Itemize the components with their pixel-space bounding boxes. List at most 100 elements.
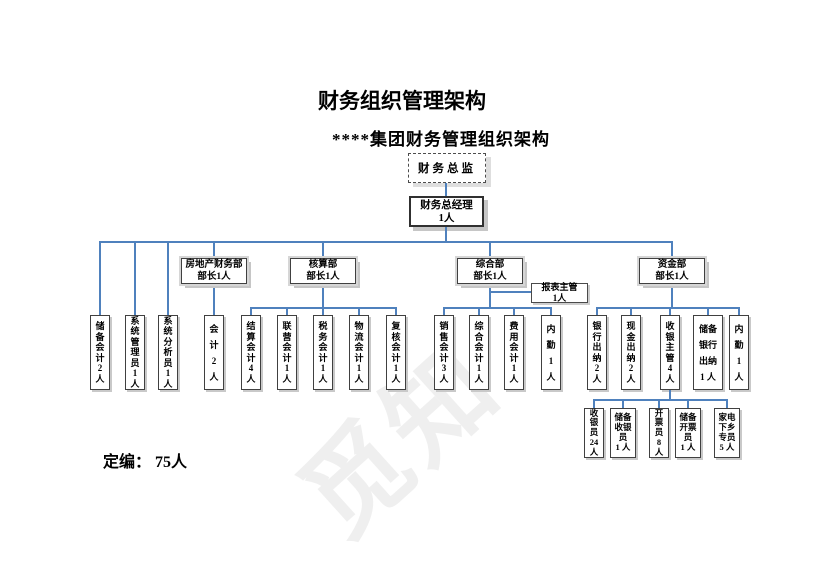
node-label: 系 统 管 理 员 1 人: [130, 315, 140, 389]
connector-line: [213, 283, 215, 315]
node-sales-accountant: 销 售 会 计 3 人: [434, 315, 454, 390]
connector-line: [99, 241, 673, 243]
connector-line: [395, 307, 397, 316]
node-label: 销 售 会 计 3 人: [439, 321, 449, 384]
node-label: 资金部 部长1人: [655, 260, 689, 282]
connector-line: [596, 307, 598, 316]
connector-line: [707, 307, 709, 316]
node-label: 报表主管 1人: [541, 282, 578, 303]
node-dept-treasury: 资金部 部长1人: [639, 258, 705, 284]
node-label: 联 营 会 计 1 人: [282, 321, 292, 384]
node-dept-general-affairs: 综合部 部长1人: [457, 258, 523, 284]
node-label: 核算部 部长1人: [306, 260, 340, 282]
node-label: 复 核 会 计 1 人: [391, 321, 401, 384]
connector-line: [322, 241, 324, 258]
node-label: 综合部 部长1人: [473, 260, 507, 282]
node-label: 收 银 主 管 4 人: [665, 321, 675, 384]
node-cash-teller: 现 金 出 纳 2 人: [621, 315, 641, 390]
connector-line: [445, 227, 447, 243]
connector-line: [322, 307, 324, 316]
page-title: 财务组织管理架构: [318, 90, 486, 113]
node-label: 物 流 会 计 1 人: [354, 321, 364, 384]
connector-line: [669, 390, 671, 401]
node-dept-realestate-finance: 房地产财务部 部长1人: [181, 258, 247, 284]
connector-line: [445, 183, 447, 196]
node-label: 税 务 会 计 1 人: [318, 321, 328, 384]
connector-line: [489, 283, 491, 309]
connector-line: [478, 307, 480, 316]
node-office-clerk-general: 内 勤 1 人: [541, 315, 561, 390]
node-label: 家电 下乡 专员 5 人: [718, 412, 736, 452]
connector-line: [593, 399, 728, 401]
node-label: 内 勤 1 人: [734, 323, 744, 382]
connector-line: [513, 307, 515, 316]
node-general-manager: 财务总经理 1人: [409, 196, 484, 227]
connector-line: [658, 399, 660, 409]
node-general-accountant: 综 合 会 计 1 人: [469, 315, 489, 390]
node-appliance-program-specialist: 家电 下乡 专员 5 人: [714, 408, 740, 458]
node-label: 储备 银行 出纳 1 人: [698, 323, 717, 382]
node-cfo: 财务总监: [408, 153, 486, 183]
node-label: 费 用 会 计 1 人: [509, 321, 519, 384]
node-label: 内 勤 1 人: [546, 323, 556, 382]
node-settlement-accountant: 结 算 会 计 4 人: [241, 315, 261, 390]
node-joint-venture-accountant: 联 营 会 计 1 人: [277, 315, 297, 390]
connector-line: [443, 307, 445, 316]
node-label: 房地产财务部 部长1人: [185, 260, 243, 282]
connector-line: [622, 399, 624, 409]
node-review-accountant: 复 核 会 计 1 人: [386, 315, 406, 390]
node-label: 综 合 会 计 1 人: [474, 321, 484, 384]
connector-line: [358, 307, 360, 316]
node-tax-accountant: 税 务 会 计 1 人: [313, 315, 333, 390]
node-cashier-supervisor: 收 银 主 管 4 人: [660, 315, 680, 390]
node-label: 储备 开票 员 1 人: [679, 412, 697, 452]
connector-line: [550, 307, 552, 316]
connector-line: [630, 307, 632, 316]
node-accountant: 会 计 2 人: [204, 315, 224, 390]
connector-line: [322, 283, 324, 309]
node-label: 储备 收银 员 1 人: [614, 412, 632, 452]
node-label: 开 票 员 8 人: [654, 407, 664, 457]
connector-line: [669, 307, 671, 316]
connector-line: [167, 241, 169, 315]
node-cashier: 收 银 员 24 人: [584, 408, 604, 458]
connector-line: [671, 283, 673, 309]
node-reserve-cashier: 储备 收银 员 1 人: [610, 408, 636, 458]
node-label: 结 算 会 计 4 人: [246, 321, 256, 384]
node-system-admin: 系 统 管 理 员 1 人: [125, 315, 145, 390]
connector-line: [250, 307, 252, 316]
connector-line: [593, 399, 595, 409]
connector-line: [489, 291, 531, 293]
node-label: 系 统 分 析 员 1 人: [163, 315, 173, 389]
connector-line: [213, 241, 215, 258]
connector-line: [726, 399, 728, 409]
page-subtitle: ****集团财务管理组织架构: [332, 130, 550, 149]
connector-line: [286, 307, 288, 316]
connector-line: [687, 399, 689, 409]
node-office-clerk-treasury: 内 勤 1 人: [729, 315, 749, 390]
node-system-analyst: 系 统 分 析 员 1 人: [158, 315, 178, 390]
connector-line: [134, 241, 136, 315]
connector-line: [443, 307, 552, 309]
node-report-supervisor: 报表主管 1人: [531, 282, 588, 303]
node-label: 会 计 2 人: [209, 323, 219, 382]
node-reserve-accountant: 储 备 会 计 2 人: [90, 315, 110, 390]
connector-line: [489, 241, 491, 258]
node-label: 财务总经理 1人: [420, 199, 473, 224]
connector-line: [738, 307, 740, 316]
connector-line: [99, 241, 101, 315]
node-label: 储 备 会 计 2 人: [95, 321, 105, 384]
node-label: 银 行 出 纳 2 人: [592, 321, 602, 384]
headcount-total: 定编： 75人: [103, 454, 188, 471]
node-label: 现 金 出 纳 2 人: [626, 321, 636, 384]
node-invoicing-clerk: 开 票 员 8 人: [649, 408, 669, 458]
node-reserve-bank-teller: 储备 银行 出纳 1 人: [693, 315, 723, 390]
node-label: 财务总监: [418, 163, 476, 175]
node-expense-accountant: 费 用 会 计 1 人: [504, 315, 524, 390]
node-logistics-accountant: 物 流 会 计 1 人: [349, 315, 369, 390]
node-reserve-invoicing-clerk: 储备 开票 员 1 人: [675, 408, 701, 458]
node-bank-teller: 银 行 出 纳 2 人: [587, 315, 607, 390]
connector-line: [596, 307, 740, 309]
node-label: 收 银 员 24 人: [589, 407, 599, 457]
